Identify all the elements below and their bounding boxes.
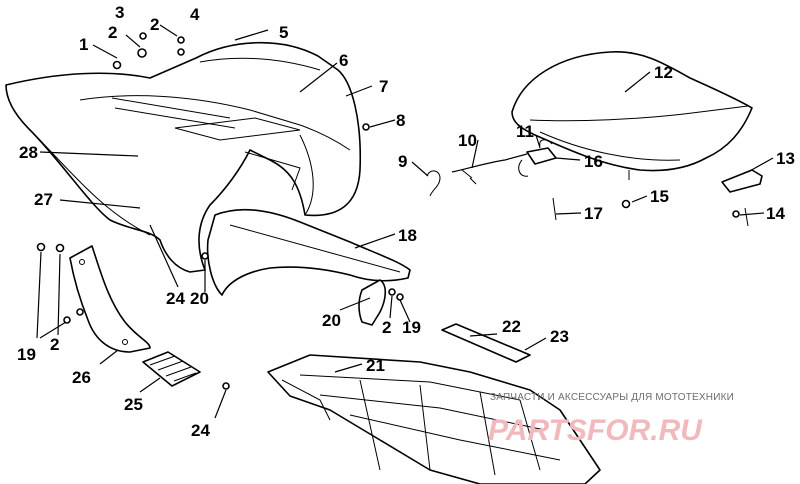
callout-5: 5	[279, 23, 288, 42]
callout-9: 9	[398, 152, 407, 171]
fender-extension	[206, 208, 411, 296]
callout-11: 11	[516, 122, 534, 141]
callout-18: 18	[398, 226, 417, 245]
callout-14: 14	[766, 204, 785, 223]
callout-2-top: 2	[150, 15, 159, 34]
callout-22: 22	[502, 317, 521, 336]
callout-16: 16	[584, 152, 603, 171]
callout-27: 27	[34, 190, 53, 209]
rear-fender-rack	[5, 41, 362, 273]
callout-1: 1	[79, 35, 88, 54]
side-bracket	[358, 279, 387, 326]
callout-19-right: 19	[402, 318, 421, 337]
callout-21: 21	[366, 356, 385, 375]
callout-19-left: 19	[17, 345, 36, 364]
callout-2-top-left: 2	[108, 23, 117, 42]
callout-13: 13	[776, 149, 795, 168]
callout-6: 6	[339, 51, 348, 70]
callout-24-bottom: 24	[191, 421, 210, 440]
watermark-logo: PARTSFOR.RU	[488, 414, 703, 447]
callout-labels: 1 2 3 2 4 5 6 7 8 9 10 11 12 13 14 15 16…	[17, 3, 795, 440]
watermark: ЗАПЧАСТИ И АКСЕССУАРЫ ДЛЯ МОТОТЕХНИКИ PA…	[488, 392, 734, 447]
callout-20-right: 20	[322, 311, 341, 330]
leader-lines	[36, 24, 774, 419]
callout-23: 23	[550, 327, 569, 346]
rack-bar-22	[441, 323, 531, 363]
seat-bracket-13	[721, 169, 763, 193]
seat	[511, 51, 753, 172]
callout-25: 25	[124, 395, 143, 414]
callout-2-right: 2	[382, 318, 391, 337]
callout-15: 15	[650, 187, 669, 206]
callout-7: 7	[379, 77, 388, 96]
callout-8: 8	[396, 111, 405, 130]
callout-4: 4	[190, 5, 200, 24]
seat-latch-assembly	[426, 139, 557, 197]
watermark-caption: ЗАПЧАСТИ И АКСЕССУАРЫ ДЛЯ МОТОТЕХНИКИ	[490, 392, 734, 403]
callout-3: 3	[115, 3, 124, 22]
callout-12: 12	[654, 63, 673, 82]
callout-2-left: 2	[50, 335, 59, 354]
mud-flap	[69, 245, 151, 353]
callout-28: 28	[19, 143, 38, 162]
callout-17: 17	[584, 204, 603, 223]
callout-20-mid: 20	[190, 289, 209, 308]
callout-24-mid: 24	[166, 289, 185, 308]
callout-10: 10	[458, 131, 477, 150]
fasteners	[36, 32, 749, 390]
frame	[267, 354, 601, 484]
footrest-plate	[142, 351, 201, 387]
callout-26: 26	[72, 368, 91, 387]
